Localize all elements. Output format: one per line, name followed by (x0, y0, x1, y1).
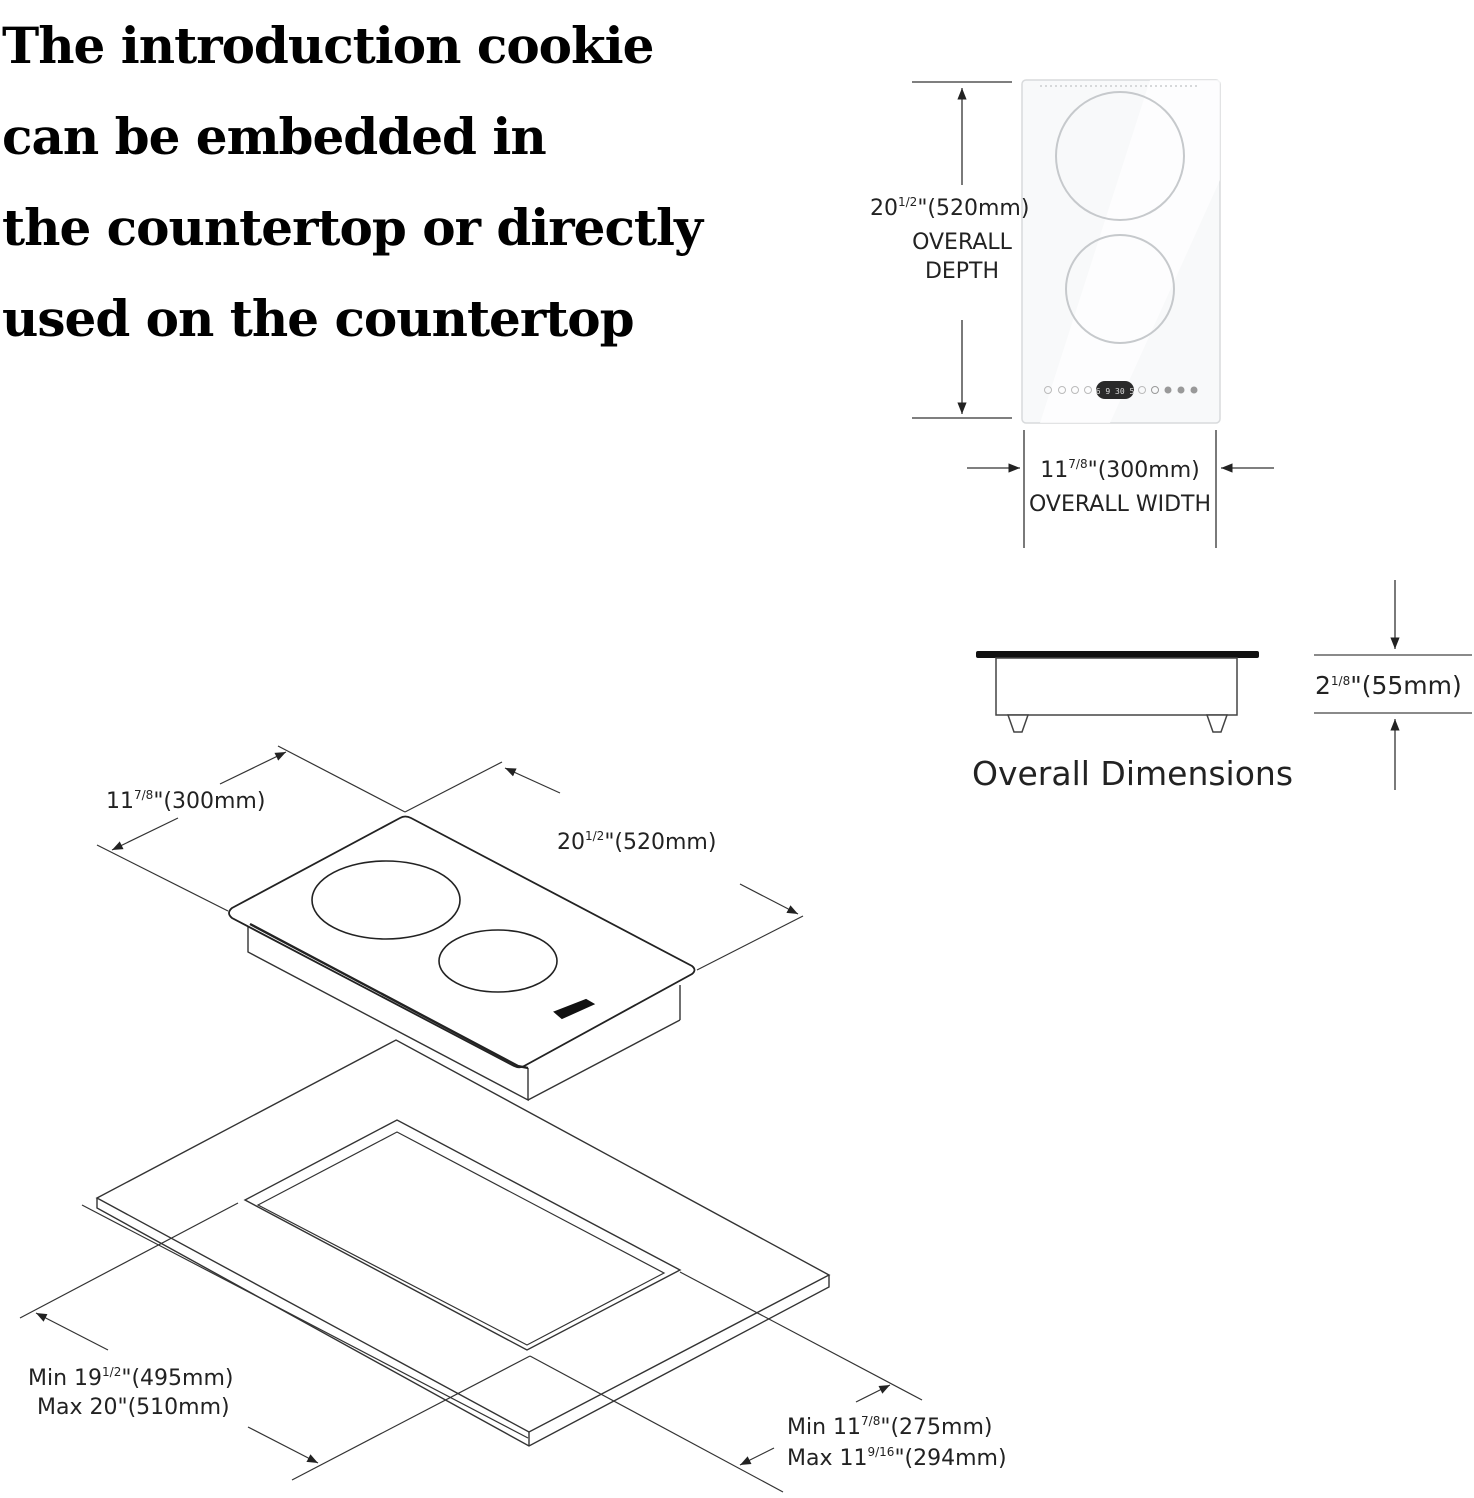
depth-metric: "(520mm) (917, 196, 1030, 221)
display-readout: 6 9 30 5 (1096, 387, 1135, 396)
cutout-length-max-label: Max 20"(510mm) (37, 1395, 230, 1420)
depth-fraction: 1/2 (898, 195, 918, 209)
iso-width-fraction: 7/8 (134, 788, 154, 802)
overall-dimensions-caption: Overall Dimensions (972, 754, 1294, 793)
heading-line-4: used on the countertop (2, 289, 635, 348)
iso-width-value: 11 (106, 789, 134, 814)
cutout-inner (256, 1131, 666, 1346)
heading: The introduction cookie can be embedded … (2, 0, 703, 364)
side-view (976, 580, 1472, 790)
iso-length-fraction: 1/2 (585, 829, 605, 843)
cutout-width-min-prefix: Min 11 (787, 1415, 862, 1440)
display-panel (1096, 381, 1134, 399)
heading-line-2: can be embedded in (2, 107, 547, 166)
width-caption: OVERALL WIDTH (1029, 492, 1211, 517)
iso-length-metric: "(520mm) (604, 830, 717, 855)
height-metric: "(55mm) (1350, 671, 1462, 700)
iso-width-metric: "(300mm) (153, 789, 266, 814)
iso-length-value: 20 (557, 830, 585, 855)
cutout-length-min-prefix: Min 19 (28, 1366, 103, 1391)
cutout-width-min-metric: "(275mm) (880, 1415, 993, 1440)
width-value: 11 (1040, 458, 1069, 483)
height-dimension-label: 21/8"(55mm) (1315, 673, 1462, 698)
depth-caption: OVERALL DEPTH (900, 228, 1024, 286)
cooktop-glass-side (976, 651, 1259, 658)
iso-width-label: 117/8"(300mm) (106, 789, 265, 813)
heading-line-3: the countertop or directly (2, 198, 703, 257)
cooktop-body-side (995, 657, 1238, 716)
depth-caption-line-1: OVERALL (912, 230, 1012, 255)
cutout-length-min-label: Min 191/2"(495mm) (28, 1366, 233, 1390)
control-panel: 6 9 30 5 (1044, 381, 1198, 399)
cutout-width-max-prefix: Max 11 (787, 1446, 868, 1471)
burner-upper-plan (1055, 91, 1185, 221)
heading-line-1: The introduction cookie (2, 16, 654, 75)
width-fraction: 7/8 (1068, 457, 1088, 471)
iso-length-label: 201/2"(520mm) (557, 830, 716, 854)
cutout-length-min-metric: "(495mm) (121, 1366, 234, 1391)
cutout-width-min-label: Min 117/8"(275mm) (787, 1415, 992, 1439)
display-iso (553, 998, 596, 1020)
height-value: 2 (1315, 671, 1331, 700)
cutout-outer (243, 1119, 682, 1351)
cutout-width-max-metric: "(294mm) (894, 1446, 1007, 1471)
iso-cooktop (96, 745, 804, 1102)
top-view: 6 9 30 5 (912, 79, 1274, 548)
depth-caption-line-2: DEPTH (924, 259, 1000, 284)
height-fraction: 1/8 (1330, 674, 1351, 688)
depth-dimension-label: 201/2"(520mm) (870, 196, 1029, 220)
burner-small-iso (438, 929, 558, 993)
cutout-width-min-fraction: 7/8 (861, 1414, 881, 1428)
cutout-width-max-fraction: 9/16 (867, 1445, 895, 1459)
cutout-width-max-label: Max 119/16"(294mm) (787, 1446, 1007, 1470)
burner-large-iso (311, 860, 461, 940)
cutout-length-min-fraction: 1/2 (102, 1365, 122, 1379)
width-metric: "(300mm) (1087, 458, 1200, 483)
burner-lower-plan (1065, 234, 1175, 344)
width-dimension-label: 117/8"(300mm) (1026, 458, 1214, 482)
depth-value: 20 (870, 196, 898, 221)
countertop-iso (19, 1039, 923, 1493)
foot-left (1006, 714, 1030, 733)
foot-right (1205, 714, 1229, 733)
